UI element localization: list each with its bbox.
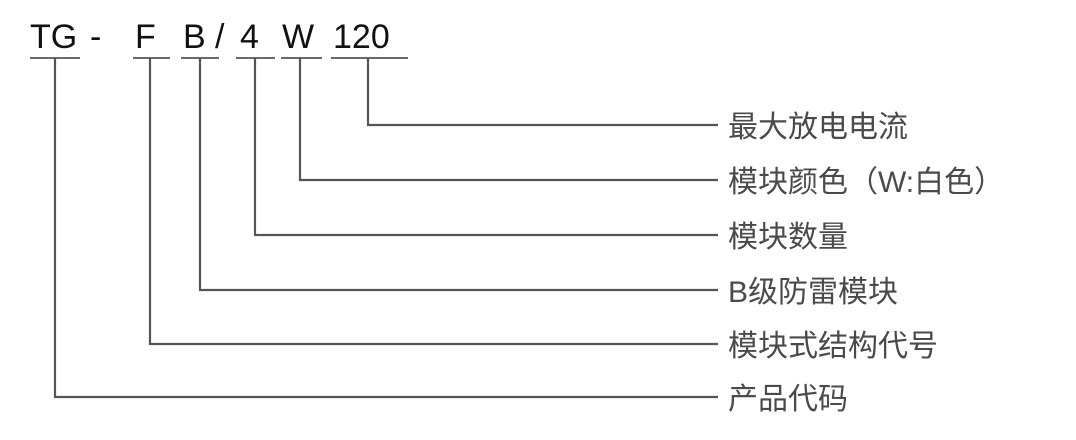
code-segment-b: B [183, 18, 206, 56]
code-segment-tg: TG [30, 18, 77, 56]
code-separator-dash: - [90, 18, 101, 56]
code-segment-4: 4 [240, 18, 259, 56]
code-separator-slash: / [215, 18, 225, 56]
callout-label-modular-structure-code: 模块式结构代号 [728, 330, 938, 363]
callout-label-module-quantity: 模块数量 [728, 221, 848, 254]
callout-label-max-discharge-current: 最大放电电流 [728, 111, 908, 144]
leader-line-modular-structure-code [148, 58, 718, 346]
callout-label-product-code: 产品代码 [728, 383, 848, 416]
leader-line-module-quantity [253, 58, 718, 237]
code-segment-w: W [282, 18, 314, 56]
callout-label-class-b-spd-module: B级防雷模块 [728, 276, 898, 309]
leader-line-module-color [298, 58, 718, 182]
leader-line-max-discharge-current [366, 58, 718, 127]
callout-label-module-color: 模块颜色（W:白色） [728, 166, 1004, 199]
code-segment-f: F [135, 18, 156, 56]
code-segment-120: 120 [333, 18, 390, 56]
leader-line-class-b-spd-module [198, 58, 718, 292]
leader-line-product-code [53, 58, 718, 399]
